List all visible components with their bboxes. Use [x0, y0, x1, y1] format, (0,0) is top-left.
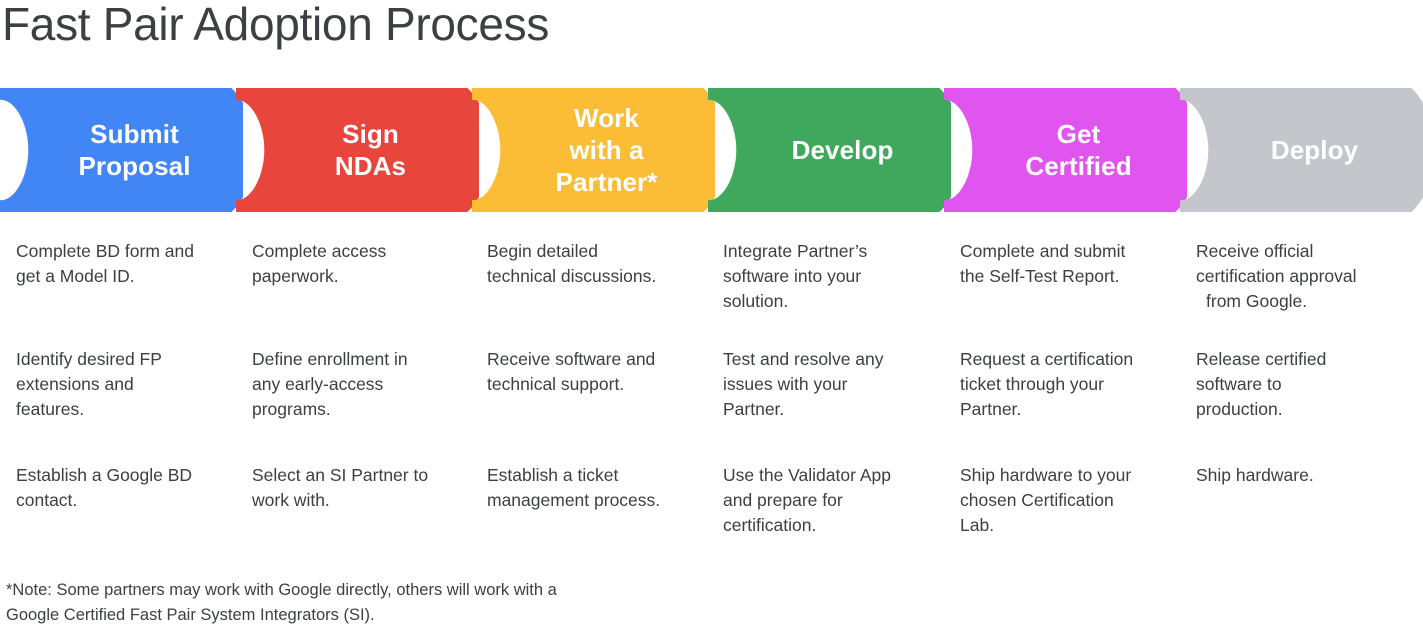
footnote: *Note: Some partners may work with Googl… — [6, 578, 766, 628]
process-step-columns: Complete BD form and get a Model ID. Ident… — [0, 239, 1423, 549]
step-detail-line: Partner. — [960, 399, 1022, 420]
step-detail-line: Establish a Google BD — [16, 465, 193, 485]
step-detail-line: Define enrollment in — [252, 349, 408, 369]
chevron-shape-develop — [708, 88, 951, 212]
page-title: Fast Pair Adoption Process — [2, 0, 550, 50]
step-detail-line: Partner. — [723, 399, 785, 420]
chevron-shape-deploy — [1180, 88, 1423, 212]
chevron-shape-get-certified — [944, 88, 1187, 212]
step-detail-line: Ship hardware. — [1196, 465, 1314, 485]
step-detail-line: Select an SI Partner to — [252, 465, 429, 485]
step-detail-line: Receive software and — [487, 349, 656, 369]
step-detail-work-with-a-partner-2: Receive software and technical support. — [487, 347, 709, 397]
step-detail-sign-ndas-2: Define enrollment in any early-access prog… — [252, 347, 474, 422]
step-detail-get-certified-2: Request a certification ticket through yo… — [960, 347, 1182, 422]
step-detail-deploy-3: Ship hardware. — [1196, 463, 1418, 488]
step-detail-line: production. — [1196, 399, 1283, 420]
process-step-label-sign-ndas: Sign NDAs — [334, 118, 407, 181]
step-detail-line: ticket through your — [960, 374, 1104, 395]
step-detail-get-certified-1: Complete and submit the Self-Test Report. — [960, 239, 1182, 289]
process-step-label-get-certified: Get Certified — [1025, 118, 1132, 181]
step-detail-line: paperwork. — [252, 266, 339, 287]
step-detail-line: technical discussions. — [487, 266, 657, 287]
step-detail-work-with-a-partner-1: Begin detailed technical discussions. — [487, 239, 709, 289]
process-step-sign-ndas[interactable]: Sign NDAs — [236, 88, 479, 212]
step-detail-submit-proposal-2: Identify desired FP extensions and feature… — [16, 347, 238, 422]
step-detail-line: Complete BD form and — [16, 241, 194, 261]
process-step-label-work-with-a-partner: Work with a Partner* — [555, 102, 658, 198]
step-detail-line: Integrate Partner’s — [723, 241, 868, 261]
step-detail-line: software into your — [723, 266, 862, 287]
step-detail-line: Complete and submit — [960, 241, 1126, 261]
process-step-develop[interactable]: Develop — [708, 88, 951, 212]
step-detail-line: certification. — [723, 515, 817, 536]
step-detail-submit-proposal-1: Complete BD form and get a Model ID. — [16, 239, 238, 289]
step-detail-line: Lab. — [960, 515, 995, 536]
step-detail-deploy-2: Release certified software to production. — [1196, 347, 1418, 422]
process-chevron-band: Submit Proposal Sign NDAs Work with a Part… — [0, 88, 1423, 212]
step-detail-submit-proposal-3: Establish a Google BD contact. — [16, 463, 238, 513]
step-detail-line: Establish a ticket — [487, 465, 619, 485]
step-detail-line: Release certified — [1196, 349, 1327, 369]
step-detail-line: Test and resolve any — [723, 349, 884, 369]
step-detail-line: software to — [1196, 374, 1282, 395]
chevron-shape-work-with-a-partner — [472, 88, 715, 212]
process-step-label-submit-proposal: Submit Proposal — [78, 118, 191, 181]
process-step-get-certified[interactable]: Get Certified — [944, 88, 1187, 212]
chevron-shape-sign-ndas — [236, 88, 479, 212]
process-step-label-deploy: Deploy — [1270, 134, 1359, 165]
step-detail-line: get a Model ID. — [16, 266, 135, 287]
step-detail-line: any early-access — [252, 374, 384, 395]
step-detail-line: from Google. — [1206, 291, 1308, 312]
step-detail-develop-3: Use the Validator App and prepare for cert… — [723, 463, 945, 538]
process-step-label-develop: Develop — [791, 134, 894, 165]
step-detail-line: certification approval — [1196, 266, 1357, 287]
step-detail-line: work with. — [252, 490, 330, 511]
step-detail-line: the Self-Test Report. — [960, 266, 1120, 287]
step-detail-line: features. — [16, 399, 85, 420]
process-step-deploy[interactable]: Deploy — [1180, 88, 1423, 212]
step-detail-develop-1: Integrate Partner’s software into your sol… — [723, 239, 945, 314]
step-detail-line: Use the Validator App — [723, 465, 891, 485]
step-detail-line: management process. — [487, 490, 661, 511]
footnote-line: *Note: Some partners may work with Googl… — [6, 581, 557, 599]
process-step-work-with-a-partner[interactable]: Work with a Partner* — [472, 88, 715, 212]
step-detail-line: issues with your — [723, 374, 848, 395]
chevron-shape-submit-proposal — [0, 88, 243, 212]
step-detail-line: Complete access — [252, 241, 387, 261]
step-detail-line: Ship hardware to your — [960, 465, 1132, 485]
step-detail-line: solution. — [723, 291, 789, 312]
step-detail-get-certified-3: Ship hardware to your chosen Certificatio… — [960, 463, 1182, 538]
step-detail-line: Request a certification — [960, 349, 1134, 369]
step-detail-line: chosen Certification — [960, 490, 1114, 511]
footnote-line: Google Certified Fast Pair System Integr… — [6, 605, 375, 624]
step-detail-line: Identify desired FP — [16, 349, 162, 369]
step-detail-line: Receive official — [1196, 241, 1314, 261]
step-detail-line: and prepare for — [723, 490, 843, 511]
step-detail-deploy-1: Receive official certification approval fr… — [1196, 239, 1418, 314]
step-detail-line: programs. — [252, 399, 331, 420]
step-detail-line: extensions and — [16, 374, 134, 395]
process-step-submit-proposal[interactable]: Submit Proposal — [0, 88, 243, 212]
step-detail-sign-ndas-1: Complete access paperwork. — [252, 239, 474, 289]
step-detail-line: contact. — [16, 490, 78, 511]
step-detail-work-with-a-partner-3: Establish a ticket management process. — [487, 463, 709, 513]
step-detail-line: Begin detailed — [487, 241, 598, 261]
step-detail-sign-ndas-3: Select an SI Partner to work with. — [252, 463, 474, 513]
step-detail-line: technical support. — [487, 374, 625, 395]
